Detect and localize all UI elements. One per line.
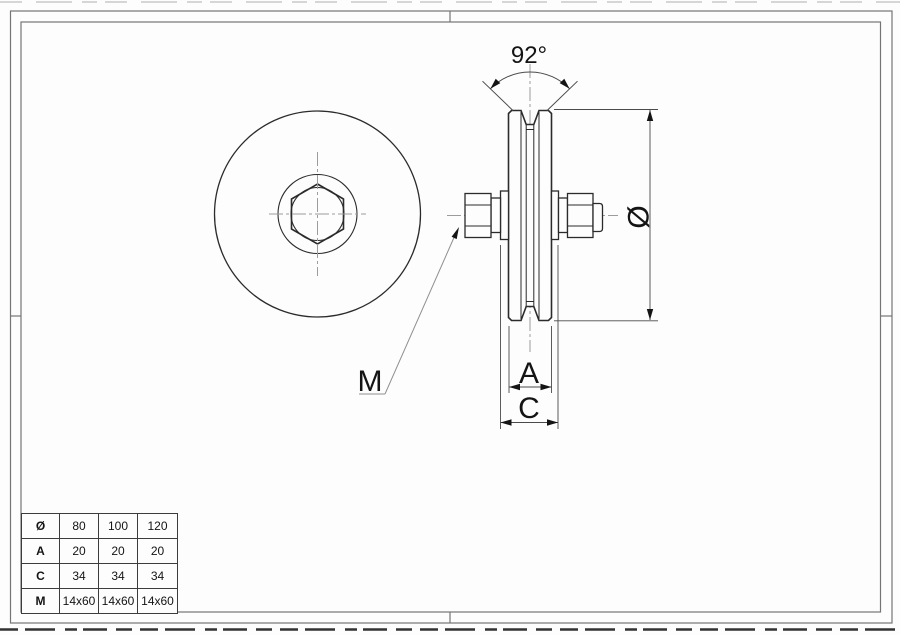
table-cell: 14x60 <box>98 588 138 614</box>
frame-outer-border <box>9 10 893 624</box>
table-cell: 120 <box>137 513 178 539</box>
wheel-outline <box>507 109 553 322</box>
row-label-a: A <box>21 538 60 564</box>
c-arrowhead-left <box>500 419 512 426</box>
front-view <box>213 110 422 318</box>
washer-left <box>490 197 502 234</box>
row-label-diameter: Ø <box>21 513 60 539</box>
table-cell: 34 <box>137 563 178 589</box>
wheel-cross-section <box>507 109 553 322</box>
table-row-c: C 34 34 34 <box>21 563 178 589</box>
table-cell: 20 <box>98 538 138 564</box>
angle-value-label: 92° <box>511 42 547 69</box>
size-spec-table: Ø 80 100 120 A 20 20 20 C 34 34 34 M 14x… <box>21 513 178 614</box>
table-cell: 20 <box>137 538 178 564</box>
wheel-outer-circle <box>213 110 422 318</box>
c-dimension-label: C <box>518 392 540 425</box>
hex-bolt-head <box>464 192 492 239</box>
diameter-dimension-lines <box>554 109 658 322</box>
table-cell: 34 <box>98 563 138 589</box>
angle-ray-right <box>546 80 578 111</box>
hub-boss-right <box>550 190 560 241</box>
wheel-inner-edges <box>520 112 540 319</box>
table-cell: 80 <box>59 513 99 539</box>
bolt-thread-end <box>592 202 604 233</box>
angle-ray-left <box>482 80 514 111</box>
dimension-diameter: Ø <box>554 109 658 322</box>
hex-nut <box>566 192 594 239</box>
a-dimension-label: A <box>519 357 539 390</box>
diameter-arrowhead-bottom <box>646 309 654 320</box>
c-arrowhead-right <box>547 419 558 426</box>
m-leader-label: M <box>358 365 383 398</box>
table-cell: 20 <box>59 538 99 564</box>
diameter-symbol-label: Ø <box>621 205 654 228</box>
hub-boss-left <box>499 190 510 241</box>
dimension-groove-angle: 92° <box>482 42 578 111</box>
table-row-a: A 20 20 20 <box>21 538 178 564</box>
row-label-c: C <box>21 563 60 589</box>
table-cell: 34 <box>59 563 99 589</box>
table-row-m: M 14x60 14x60 14x60 <box>21 588 178 614</box>
side-view <box>447 64 618 352</box>
angle-arrowhead-left <box>490 78 501 89</box>
front-view-centerlines <box>269 152 366 276</box>
sheet-frame <box>9 10 893 624</box>
m-leader-line <box>384 232 457 395</box>
table-cell: 14x60 <box>137 588 178 614</box>
row-label-m: M <box>21 588 60 614</box>
m-leader-lines <box>359 232 457 395</box>
m-leader-arrowhead <box>451 227 459 240</box>
leader-m: M <box>358 227 459 398</box>
table-row-diameter: Ø 80 100 120 <box>21 513 178 539</box>
frame-inner-border <box>20 21 882 613</box>
diameter-arrowhead-top <box>646 110 654 121</box>
table-cell: 14x60 <box>59 588 99 614</box>
a-arrowhead-left <box>509 383 520 391</box>
table-cell: 100 <box>98 513 138 539</box>
dimension-c: C <box>500 245 559 429</box>
a-arrowhead-right <box>540 383 552 391</box>
angle-arrowhead-right <box>559 78 570 89</box>
washer-right <box>557 197 569 234</box>
axle-bolt-assembly <box>464 190 604 241</box>
dimension-a: A <box>508 326 552 393</box>
